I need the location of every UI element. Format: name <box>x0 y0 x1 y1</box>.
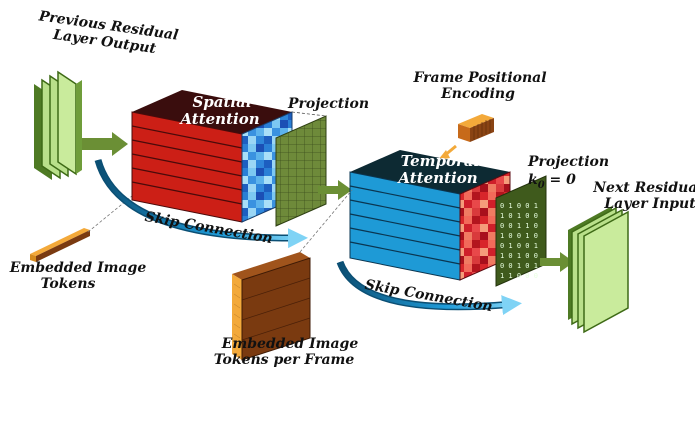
temporal-attention-block: Temporal Attention <box>349 150 511 281</box>
previous-residual-layer-output <box>34 70 82 180</box>
temporal-attention-label-1: Temporal <box>401 152 480 170</box>
frame-positional-encoding-icon <box>458 114 494 142</box>
skip-connection-label-2: Skip Connection <box>364 277 494 315</box>
svg-text:0 1 0 0 1: 0 1 0 0 1 <box>500 242 538 250</box>
svg-text:1 0 1 0 0: 1 0 1 0 0 <box>500 212 538 220</box>
embedded-frame-tokens-label-2: Tokens per Frame <box>214 352 355 368</box>
embedded-frame-tokens-label-1: Embedded Image <box>221 336 359 352</box>
embedded-image-tokens-label-1: Embedded Image <box>9 260 147 276</box>
svg-text:0 0 1 1 0: 0 0 1 1 0 <box>500 222 538 230</box>
svg-text:1 1 0 0 0: 1 1 0 0 0 <box>500 272 538 280</box>
spatial-projection-grid <box>275 111 327 227</box>
projection-k0-label: Projection <box>527 154 609 170</box>
svg-text:1 0 1 0 0: 1 0 1 0 0 <box>500 252 538 260</box>
spatial-attention-label-1: Spatial <box>192 93 251 111</box>
frame-positional-encoding-label-2: Encoding <box>440 86 515 102</box>
temporal-projection-grid: 0 1 0 0 1 1 0 1 0 0 0 0 1 1 0 1 0 0 1 0 0 … <box>495 175 547 287</box>
svg-text:0 1 0 0 1: 0 1 0 0 1 <box>500 202 538 210</box>
next-residual-layer-input <box>568 206 629 334</box>
input-arrow <box>82 132 128 156</box>
spatial-output-arrow <box>318 180 352 200</box>
k0-equation: k0 = 0 <box>528 172 576 191</box>
frame-encoding-arrow <box>438 144 457 160</box>
next-residual-label-2: Layer Input <box>603 196 695 212</box>
embedded-image-tokens-label-2: Tokens <box>41 276 96 292</box>
svg-text:0 0 1 0 1: 0 0 1 0 1 <box>500 262 538 270</box>
embedded-image-tokens-icon <box>30 228 90 262</box>
svg-text:1 0 0 1 0: 1 0 0 1 0 <box>500 232 538 240</box>
skip-connection-arrow-1 <box>94 159 308 249</box>
spatial-attention-label-2: Attention <box>178 110 259 128</box>
next-residual-label-1: Next Residual <box>592 180 695 196</box>
projection-label: Projection <box>287 96 369 112</box>
frame-positional-encoding-label-1: Frame Positional <box>412 70 546 86</box>
output-arrow <box>540 252 574 272</box>
skip-connection-arrow-2 <box>336 260 522 316</box>
spatial-attention-block: Spatial Attention <box>131 90 293 223</box>
temporal-attention-label-2: Attention <box>396 169 477 187</box>
embedded-tokens-per-frame-icon <box>232 252 311 361</box>
